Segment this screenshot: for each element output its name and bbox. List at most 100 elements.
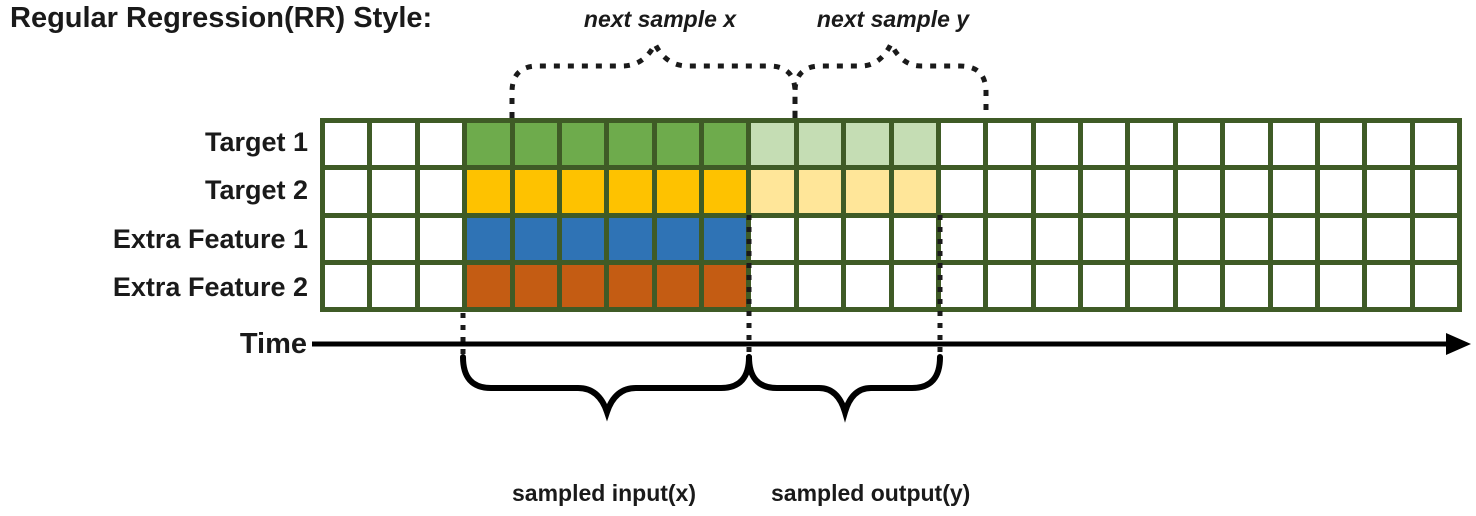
grid-cell <box>1177 123 1221 166</box>
row-labels: Target 1 Target 2 Extra Feature 1 Extra … <box>0 118 308 312</box>
grid-cell <box>751 264 794 307</box>
grid-cell <box>419 170 463 213</box>
grid-cell <box>846 170 889 213</box>
time-axis-arrowhead-icon <box>1446 333 1471 355</box>
grid-cell <box>561 264 605 307</box>
grid-cell <box>1272 264 1315 307</box>
figure-title: Regular Regression(RR) Style: <box>10 2 433 34</box>
grid-cell <box>1367 264 1410 307</box>
grid-cell <box>1319 217 1363 260</box>
grid-cell <box>751 170 794 213</box>
grid-cell <box>1130 170 1173 213</box>
grid-cell <box>1319 264 1363 307</box>
grid-cell <box>1414 123 1457 166</box>
grid-cell <box>1367 123 1410 166</box>
grid-cell <box>467 123 510 166</box>
grid-cell <box>1035 264 1078 307</box>
grid-cell <box>893 123 936 166</box>
grid-cell <box>1225 217 1268 260</box>
grid-cell <box>325 123 368 166</box>
grid-cell <box>988 123 1031 166</box>
sampled-input-caption-line1: sampled input(x) <box>512 480 697 506</box>
grid-cell <box>1272 217 1315 260</box>
grid-cell <box>656 123 699 166</box>
grid-cell <box>609 264 652 307</box>
grid-cell <box>1272 123 1315 166</box>
grid-cell <box>1319 123 1363 166</box>
grid-cell <box>372 123 415 166</box>
next-sample-x-brace <box>509 38 798 118</box>
grid-cell <box>561 123 605 166</box>
grid-cell <box>1177 264 1221 307</box>
sampled-output-caption: sampled output(y) horizon=4 output_featu… <box>771 413 1020 516</box>
grid-cell <box>1414 264 1457 307</box>
row-label-extra-feature-1: Extra Feature 1 <box>112 223 308 254</box>
grid-cell <box>325 170 368 213</box>
grid-cell <box>656 170 699 213</box>
grid-cell <box>704 264 747 307</box>
grid-cell <box>656 264 699 307</box>
grid-cell <box>1177 170 1221 213</box>
grid-cell <box>846 123 889 166</box>
grid-cell <box>1414 170 1457 213</box>
grid-cell <box>514 264 557 307</box>
grid-cell <box>704 217 747 260</box>
grid-cell <box>1130 264 1173 307</box>
grid-cell <box>325 264 368 307</box>
grid-cell <box>798 123 842 166</box>
grid-cell <box>609 217 652 260</box>
grid-cell <box>1130 123 1173 166</box>
grid-cell <box>798 170 842 213</box>
row-label-target-2: Target 2 <box>204 175 308 206</box>
grid-cell <box>1083 170 1126 213</box>
next-sample-y-brace <box>792 38 989 118</box>
sampled-output-brace <box>746 354 943 423</box>
grid-cell <box>1035 123 1078 166</box>
grid-cell <box>940 170 984 213</box>
row-label-target-1: Target 1 <box>204 126 308 157</box>
grid-cell <box>467 217 510 260</box>
grid-cell <box>1225 264 1268 307</box>
grid-cell <box>798 217 842 260</box>
grid-cell <box>1367 217 1410 260</box>
grid-cell <box>988 264 1031 307</box>
grid-cell <box>656 217 699 260</box>
grid-cell <box>798 264 842 307</box>
grid-cell <box>940 123 984 166</box>
grid-cell <box>940 217 984 260</box>
grid-cell <box>751 123 794 166</box>
grid-cell <box>609 170 652 213</box>
next-sample-y-label: next sample y <box>816 6 970 32</box>
grid-cell <box>372 264 415 307</box>
grid-cell <box>609 123 652 166</box>
grid-cell <box>514 217 557 260</box>
grid-cell <box>1035 217 1078 260</box>
grid-cell <box>1272 170 1315 213</box>
grid-cell <box>1083 217 1126 260</box>
sampled-input-caption: sampled input(x) lookback=6 input_featur… <box>512 413 745 516</box>
grid-cell <box>704 123 747 166</box>
grid-cell <box>988 170 1031 213</box>
grid-cell <box>419 123 463 166</box>
grid-cell <box>940 264 984 307</box>
grid-cell <box>751 217 794 260</box>
grid-cell <box>325 217 368 260</box>
grid-cell <box>846 264 889 307</box>
grid-cell <box>846 217 889 260</box>
grid-cell <box>514 170 557 213</box>
grid-cell <box>419 264 463 307</box>
row-label-extra-feature-2: Extra Feature 2 <box>112 272 308 303</box>
grid-cell <box>893 264 936 307</box>
grid-cell <box>372 217 415 260</box>
grid-cell <box>988 217 1031 260</box>
grid-cell <box>514 123 557 166</box>
grid-cell <box>1083 123 1126 166</box>
grid-cell <box>1319 170 1363 213</box>
grid-cell <box>1414 217 1457 260</box>
sampled-output-caption-line1: sampled output(y) <box>771 480 971 506</box>
grid-cell <box>467 170 510 213</box>
grid-cell <box>1083 264 1126 307</box>
grid-cell <box>893 217 936 260</box>
grid-cell <box>1367 170 1410 213</box>
grid-cell <box>372 170 415 213</box>
